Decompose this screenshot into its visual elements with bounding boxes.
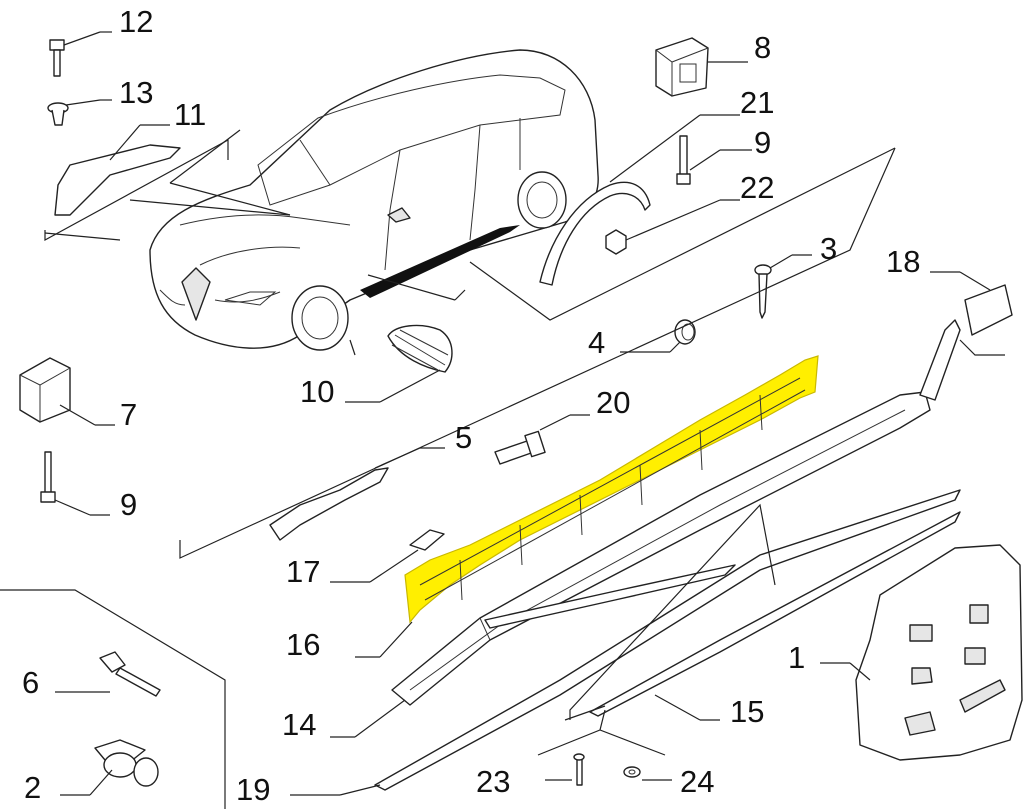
part-12-bolt: [49, 31, 112, 77]
callout-15: 15: [730, 694, 764, 729]
callout-14: 14: [282, 707, 316, 742]
car-illustration: [44, 49, 896, 356]
part-23-pin: [545, 753, 585, 786]
callout-23: 23: [476, 764, 510, 799]
callout-16: 16: [286, 627, 320, 662]
part-2-push-clip: [60, 739, 159, 796]
part-18-flap: [930, 271, 1013, 336]
part-9a-bolt: [676, 135, 752, 185]
callout-4: 4: [588, 325, 605, 360]
callout-18: 18: [886, 244, 920, 279]
callout-5: 5: [455, 420, 472, 455]
part-19-strip: [290, 489, 961, 796]
part-22-nut: [605, 199, 740, 255]
callout-1: 1: [788, 640, 805, 675]
callout-7: 7: [120, 397, 137, 432]
callout-9-left: 9: [120, 487, 137, 522]
callout-11: 11: [174, 97, 206, 132]
part-3-screw: [754, 254, 812, 319]
grouping-lines-23-24: [537, 705, 666, 756]
part-20-bolt: [494, 414, 590, 465]
part-1-mudguard: [820, 544, 1023, 761]
callout-9-top: 9: [754, 125, 771, 160]
part-8-block: [655, 37, 748, 97]
callout-8: 8: [754, 30, 771, 65]
part-24-washer: [623, 766, 672, 781]
part-15-strip: [589, 511, 961, 721]
part-17-clip: [330, 529, 445, 583]
callout-19: 19: [236, 772, 270, 807]
part-13-clip: [47, 99, 112, 126]
callout-10: 10: [300, 374, 334, 409]
callout-12: 12: [119, 4, 153, 39]
part-4-grommet: [620, 319, 696, 353]
part-7-block: [19, 357, 115, 426]
grouping-frame-lines: [0, 138, 1005, 809]
part-10-grille: [345, 324, 453, 403]
callout-2: 2: [24, 770, 41, 805]
callout-20: 20: [596, 385, 630, 420]
callout-22: 22: [740, 170, 774, 205]
callout-13: 13: [119, 75, 153, 110]
part-11-trim: [54, 124, 181, 216]
callout-6: 6: [22, 665, 39, 700]
part-14-sill-cover: [330, 319, 961, 738]
part-16-highlighted-reinforcement: [355, 355, 819, 658]
part-5-bracket: [269, 447, 445, 541]
part-6-rivet: [55, 651, 161, 697]
callout-17: 17: [286, 554, 320, 589]
callout-21: 21: [740, 85, 774, 120]
part-21-arch: [539, 114, 740, 286]
callout-labels: 12 13 11 8 21 9 22 3 18 4 10 7 20 5 9 17…: [22, 4, 920, 807]
callout-24: 24: [680, 764, 714, 799]
callout-3: 3: [820, 231, 837, 266]
part-9b-bolt: [40, 451, 110, 516]
trim-strip-middle: [484, 564, 736, 629]
